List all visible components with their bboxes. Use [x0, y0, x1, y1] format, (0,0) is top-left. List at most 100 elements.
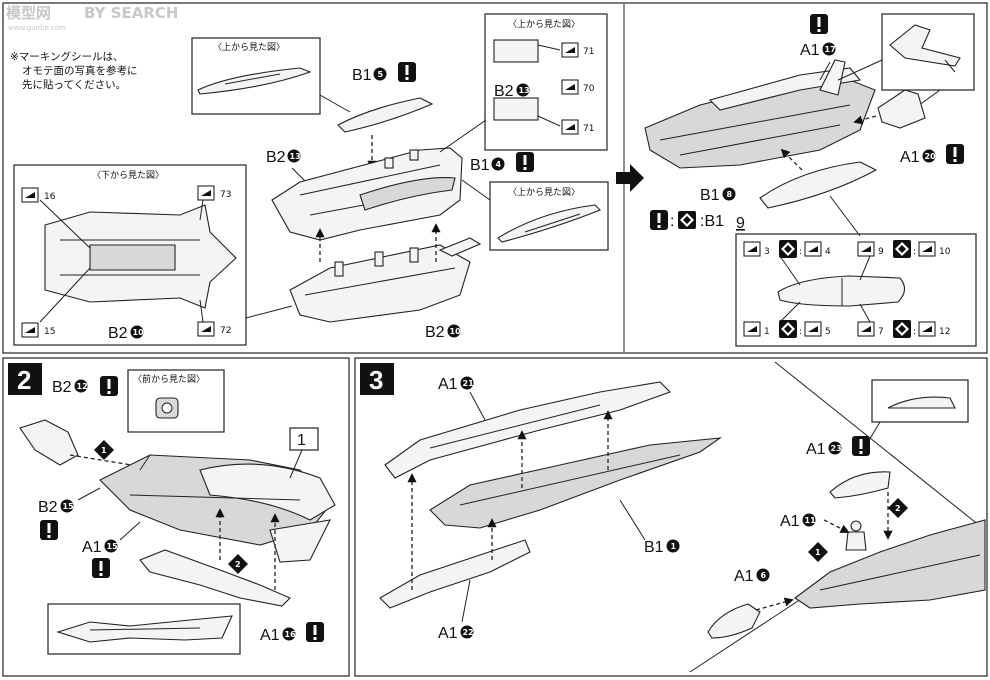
part-b1-5: [337, 97, 434, 133]
svg-text:A1: A1: [780, 513, 800, 530]
svg-text:16: 16: [285, 630, 297, 639]
pilot-figure: [845, 520, 867, 551]
svg-text::: :: [913, 327, 916, 337]
warning-icon: [398, 62, 416, 82]
svg-text:2: 2: [17, 365, 31, 395]
part-a1-21: [384, 381, 672, 479]
svg-text:B2: B2: [425, 324, 445, 341]
svg-text:7: 7: [878, 327, 884, 337]
svg-text:4: 4: [496, 160, 502, 169]
svg-text:73: 73: [220, 190, 231, 200]
order-marker: 2: [888, 498, 908, 518]
label-a1-22: A1 22: [438, 625, 474, 642]
svg-text:1: 1: [815, 548, 821, 557]
flip-icon: [779, 320, 797, 338]
label-b2-10-left: B2: [108, 325, 128, 342]
svg-text:9: 9: [878, 247, 884, 257]
warning-icon: [946, 144, 964, 164]
top-view-label-3: 〈上から見た図〉: [508, 19, 580, 30]
flip-icon: [893, 240, 911, 258]
svg-text::: :: [799, 327, 802, 337]
svg-text:A1: A1: [82, 539, 102, 556]
part-b2-10-lower: [289, 237, 482, 323]
warning-icon: [92, 558, 110, 578]
label-b2-12: B2 12: [52, 376, 118, 396]
sticker-box-upper: 〈上から見た図〉 71 70 71 B2 13: [484, 13, 608, 151]
label-a1-15: A1 15: [82, 539, 118, 578]
svg-text:B2: B2: [494, 83, 514, 100]
part-a1-23: [829, 471, 891, 499]
svg-text:13: 13: [519, 86, 530, 95]
svg-text:22: 22: [463, 628, 474, 637]
warning-icon: [650, 210, 668, 230]
fuselage-nose-section: [794, 519, 986, 609]
svg-text:11: 11: [805, 516, 817, 525]
step3-panel: [354, 357, 988, 677]
warning-icon: [306, 622, 324, 642]
svg-text:70: 70: [583, 84, 595, 94]
svg-text:10: 10: [939, 247, 951, 257]
svg-text:1: 1: [297, 432, 306, 449]
svg-text:A1: A1: [800, 42, 820, 59]
svg-text::: :: [799, 247, 802, 257]
label-a1-23: A1 23: [806, 436, 870, 458]
top-view-box-2: 〈上から見た図〉: [489, 181, 609, 251]
bottom-view-box: 〈下から見た図〉 16 15 73 72 B2 10: [13, 164, 247, 346]
svg-text:71: 71: [583, 124, 594, 134]
a1-16-view-box: [47, 603, 241, 655]
svg-text:5: 5: [378, 70, 384, 79]
watermark-url: www.gunbe.com: [8, 24, 66, 32]
part-b1-8: [759, 161, 878, 209]
flip-icon: [893, 320, 911, 338]
svg-text:2: 2: [235, 560, 241, 569]
part-b1-1: [429, 437, 723, 529]
next-arrow-icon: [616, 164, 644, 192]
label-b2-15: B2 15: [38, 499, 74, 540]
label-a1-6: A1 6: [734, 568, 770, 585]
svg-text:16: 16: [44, 192, 56, 202]
svg-text:8: 8: [727, 190, 733, 199]
svg-text:5: 5: [825, 327, 831, 337]
warning-icon: [516, 152, 534, 172]
svg-text:4: 4: [825, 247, 831, 257]
svg-text:23: 23: [831, 444, 842, 453]
svg-text:B2: B2: [52, 379, 72, 396]
watermark: 模型网 BY SEARCH www.gunbe.com: [6, 4, 178, 32]
label-b2-13-left: B2 13: [266, 149, 301, 166]
svg-text:12: 12: [77, 382, 88, 391]
svg-text:1: 1: [671, 542, 677, 551]
flip-icon: [779, 240, 797, 258]
svg-text:15: 15: [44, 327, 55, 337]
svg-text::: :: [670, 213, 674, 230]
label-b2-10-right: B2 10: [425, 324, 461, 341]
svg-text:10: 10: [133, 328, 145, 337]
canopy-view-box: [871, 379, 969, 423]
svg-text:B1: B1: [470, 157, 490, 174]
svg-text:71: 71: [583, 47, 594, 57]
label-b1-1: B1 1: [644, 539, 680, 556]
order-marker: 1: [94, 440, 114, 460]
svg-text:72: 72: [220, 326, 231, 336]
svg-text:12: 12: [939, 327, 950, 337]
warning-icon: [40, 520, 58, 540]
top-view-box-1: 〈上から見た図〉: [191, 37, 321, 115]
svg-text:3: 3: [369, 365, 383, 395]
svg-text:1: 1: [764, 327, 770, 337]
tail-fin-box: [881, 13, 975, 91]
part-b2-13-upper: [271, 147, 463, 241]
svg-text:10: 10: [450, 327, 462, 336]
bottom-view-label: 〈下から見た図〉: [92, 170, 164, 181]
svg-text:15: 15: [107, 542, 119, 551]
part-b2-12: [19, 419, 79, 466]
svg-text:1: 1: [101, 446, 107, 455]
svg-text:A1: A1: [806, 441, 826, 458]
part-a1-16: [139, 549, 291, 607]
warning-icon: [810, 14, 828, 34]
part-a1-20: [877, 89, 926, 129]
svg-text:2: 2: [895, 504, 901, 513]
label-b1-4: B1 4: [470, 152, 534, 174]
svg-text:A1: A1: [900, 149, 920, 166]
svg-text:15: 15: [63, 502, 75, 511]
svg-text:3: 3: [764, 247, 770, 257]
svg-text:B1: B1: [352, 67, 372, 84]
